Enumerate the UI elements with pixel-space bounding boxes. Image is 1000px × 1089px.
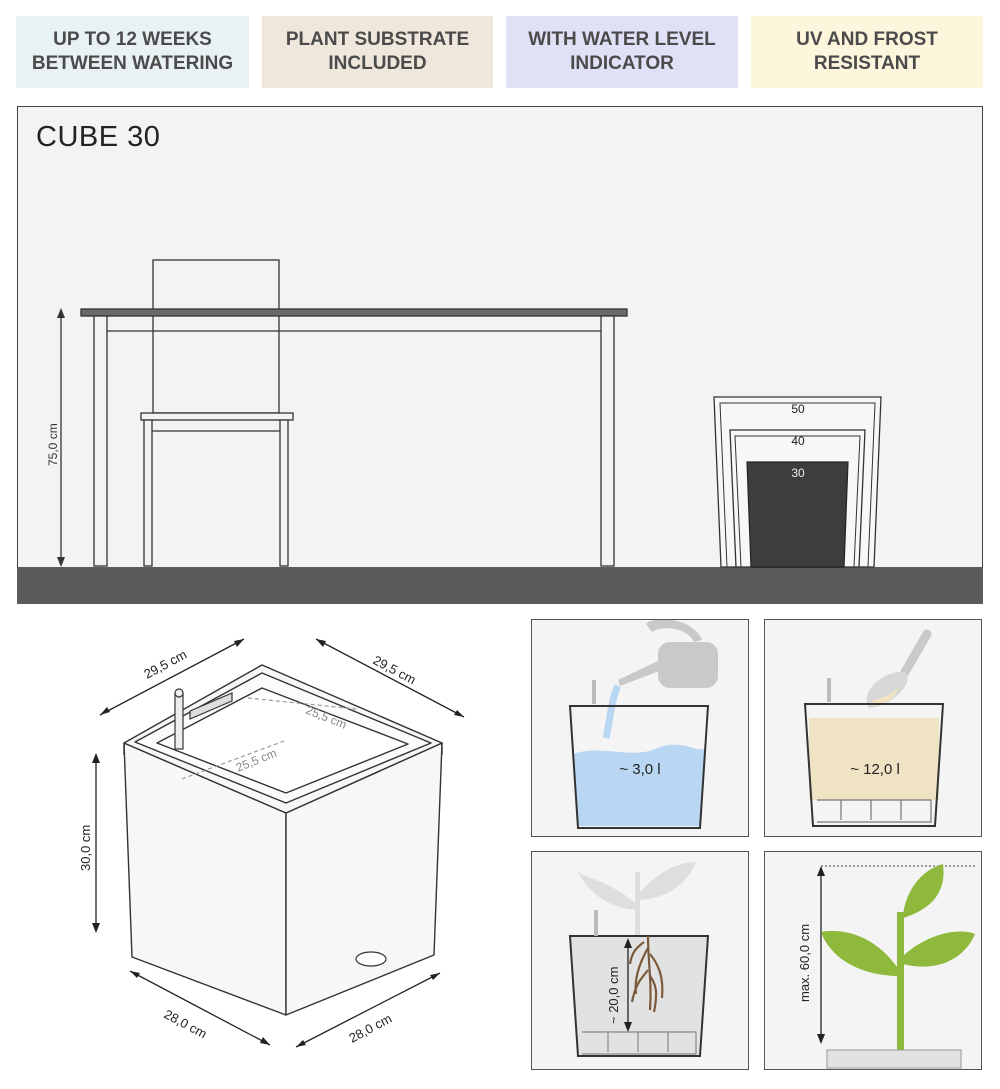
- pot-size-30: [746, 461, 849, 568]
- trowel-icon: [866, 629, 932, 708]
- substrate-fill: [809, 718, 939, 800]
- top-right-width-label: 29,5 cm: [371, 652, 419, 687]
- panel-plant-height: max. 60,0 cm: [764, 851, 982, 1070]
- arrow-bottom-left-start: [130, 971, 140, 978]
- arrow-bottom-right-start: [296, 1040, 306, 1047]
- cube-planter: [123, 664, 443, 1016]
- badge-uv-frost: UV AND FROST RESISTANT: [751, 16, 983, 88]
- scene-title: CUBE 30: [36, 121, 161, 153]
- root-pot-body: [568, 935, 710, 1057]
- water-stream: [602, 684, 622, 739]
- arrow-top-right-end: [454, 710, 464, 717]
- arrow-top-left-end: [234, 639, 244, 647]
- bottom-left-width-label: 28,0 cm: [162, 1006, 210, 1041]
- badge-substrate: PLANT SUBSTRATE INCLUDED: [262, 16, 493, 88]
- plant-pot-rim: [826, 1049, 962, 1069]
- floor: [17, 567, 983, 604]
- root-reservoir-insert: [582, 1031, 697, 1055]
- pot-size-40-label: 40: [791, 434, 805, 448]
- arrow-bottom-right-end: [430, 973, 440, 980]
- table: [80, 308, 628, 567]
- plant-height-drawing: max. 60,0 cm: [797, 864, 975, 1069]
- max-height-label: max. 60,0 cm: [797, 924, 812, 1002]
- badge-uv-frost-label: UV AND FROST RESISTANT: [796, 29, 938, 74]
- substrate-drawing: ~ 12,0 l: [803, 629, 945, 827]
- top-left-width-label: 29,5 cm: [141, 647, 189, 682]
- cube-dimension-drawing: 25,5 cm 25,5 cm 29,5 cm 29,5 cm 30,0 cm …: [78, 638, 465, 1048]
- max-height-dimension: [817, 866, 825, 1044]
- water-volume-label: ~ 3,0 l: [619, 761, 660, 778]
- root-system: [628, 935, 664, 1013]
- badge-water-indicator: WITH WATER LEVEL INDICATOR: [506, 16, 738, 88]
- root-depth-dimension: [624, 938, 632, 1032]
- scene-drawing: 75,0 cm 50 40 30: [17, 259, 983, 604]
- badge-substrate-label: PLANT SUBSTRATE INCLUDED: [285, 29, 470, 74]
- badge-watering-label: UP TO 12 WEEKS BETWEEN WATERING: [31, 29, 234, 74]
- reservoir-water: [573, 744, 705, 826]
- plant-icon: [821, 864, 975, 1050]
- water-level-indicator: [174, 688, 233, 750]
- cube-height-label: 30,0 cm: [78, 825, 93, 871]
- substrate-reservoir-insert: [817, 799, 932, 823]
- arrow-bottom-left-end: [260, 1037, 270, 1045]
- reservoir-pot-outline: [568, 705, 710, 829]
- root-depth-label: ~ 20,0 cm: [606, 967, 621, 1024]
- pot-size-50-label: 50: [791, 402, 805, 416]
- watering-can-icon: [618, 619, 718, 688]
- badge-water-indicator-label: WITH WATER LEVEL INDICATOR: [528, 29, 716, 74]
- panel-water-reservoir: ~ 3,0 l: [531, 619, 749, 837]
- arrow-height-bottom: [92, 923, 100, 933]
- badge-watering: UP TO 12 WEEKS BETWEEN WATERING: [16, 16, 249, 88]
- height-dimension: [57, 308, 65, 567]
- chair: [140, 259, 294, 567]
- substrate-pot-outline: [803, 703, 945, 827]
- faded-plant-icon: [578, 862, 696, 936]
- panel-root-depth: ~ 20,0 cm: [531, 851, 749, 1070]
- brand-logo: [355, 951, 387, 967]
- substrate-volume-label: ~ 12,0 l: [850, 761, 900, 778]
- arrow-top-left-start: [100, 707, 110, 715]
- arrow-top-right-start: [316, 639, 326, 647]
- panel-substrate: ~ 12,0 l: [764, 619, 982, 837]
- height-label: 75,0 cm: [46, 423, 60, 466]
- arrow-height-top: [92, 753, 100, 763]
- bottom-right-width-label: 28,0 cm: [346, 1011, 394, 1046]
- scale-scene: CUBE 30 75,0 cm 50: [17, 106, 983, 604]
- top-dimension-lines: [99, 638, 465, 718]
- bottom-dimension-lines: [129, 970, 441, 1048]
- root-depth-drawing: ~ 20,0 cm: [568, 862, 710, 1057]
- water-reservoir-drawing: ~ 3,0 l: [568, 619, 718, 829]
- pot-size-30-label: 30: [791, 466, 805, 480]
